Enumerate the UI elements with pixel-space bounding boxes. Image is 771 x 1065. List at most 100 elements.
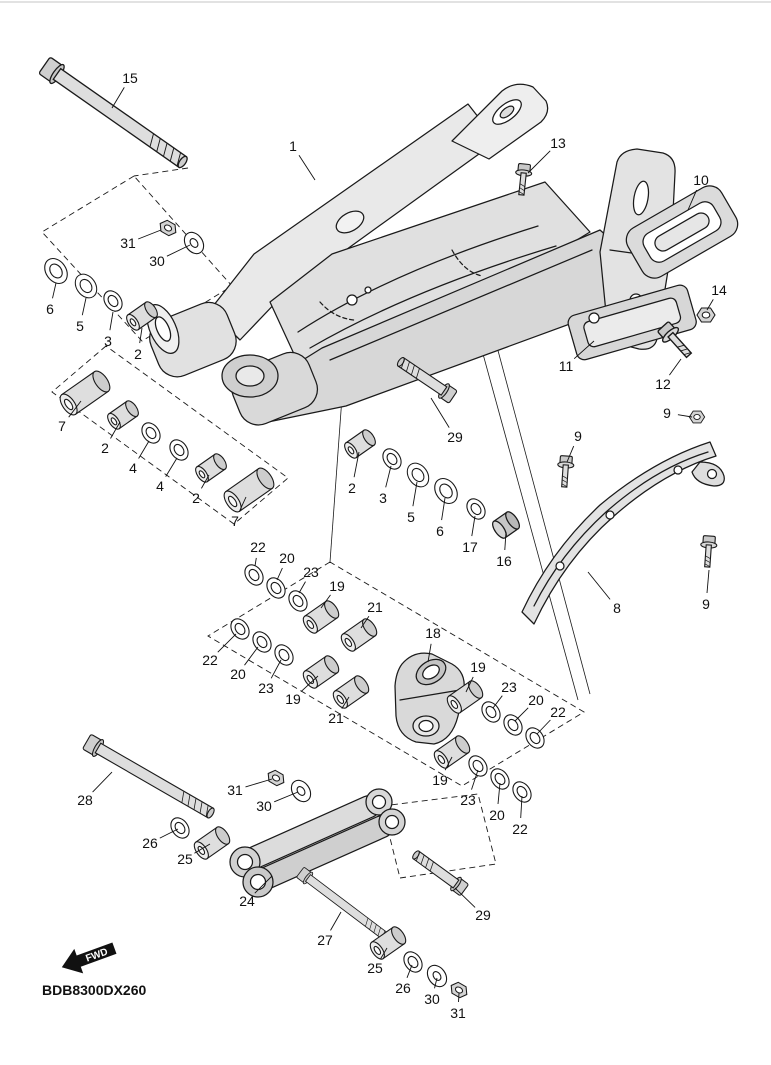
callout-label-19: 19 <box>285 691 301 707</box>
chain-slider-part <box>521 441 725 625</box>
callout-leader-31 <box>245 778 273 788</box>
ring-20c <box>499 710 527 740</box>
callout-label-23: 23 <box>460 792 476 808</box>
callout-leader-6 <box>441 497 446 521</box>
oring-5b <box>402 458 434 492</box>
callout-leader-4 <box>165 457 178 477</box>
callout-label-4: 4 <box>156 478 164 494</box>
callout-label-24: 24 <box>239 893 255 909</box>
callout-label-21: 21 <box>328 710 344 726</box>
callout-label-27: 27 <box>317 932 333 948</box>
oring-5a <box>70 269 102 303</box>
seal-4a <box>137 418 165 448</box>
drawing-code: BDB8300DX260 <box>42 982 146 998</box>
callout-label-23: 23 <box>303 564 319 580</box>
connecting-rod-part <box>229 788 406 898</box>
callout-leader-20 <box>514 707 529 722</box>
callout-leader-26 <box>159 828 179 839</box>
callout-label-19: 19 <box>432 772 448 788</box>
collar-21b <box>329 672 373 712</box>
callout-leader-6 <box>52 282 57 299</box>
callout-leader-21 <box>341 696 350 709</box>
callout-label-9: 9 <box>663 405 671 421</box>
nut-31b <box>264 767 288 789</box>
callout-leader-13 <box>527 150 551 174</box>
callout-leader-23 <box>492 695 503 709</box>
callout-label-19: 19 <box>470 659 486 675</box>
ring-23d <box>464 751 492 781</box>
callout-label-26: 26 <box>395 980 411 996</box>
callout-label-31: 31 <box>450 1005 466 1021</box>
callout-leader-9 <box>566 445 575 463</box>
bush-19b <box>299 652 343 692</box>
callout-label-9: 9 <box>702 596 710 612</box>
ring-23b <box>270 640 298 670</box>
washer-6b <box>429 473 463 509</box>
fwd-arrow: FWD <box>61 942 117 974</box>
callout-label-25: 25 <box>367 960 383 976</box>
relay-arm-part <box>394 652 465 745</box>
callout-leader-24 <box>254 875 273 894</box>
callout-label-25: 25 <box>177 851 193 867</box>
collar-2c <box>192 451 230 485</box>
callout-leader-22 <box>520 795 523 819</box>
callout-leader-7 <box>239 496 247 512</box>
callout-leader-30 <box>274 791 299 803</box>
callout-label-17: 17 <box>462 539 478 555</box>
callout-leader-22 <box>217 633 237 653</box>
callout-leader-19 <box>300 675 319 692</box>
ring-20b <box>248 627 276 657</box>
callout-label-22: 22 <box>202 652 218 668</box>
callout-leader-20 <box>276 567 283 581</box>
callout-leader-19 <box>465 676 474 693</box>
callout-leader-29 <box>430 397 450 428</box>
callout-label-11: 11 <box>559 358 574 374</box>
callout-label-9: 9 <box>574 428 582 444</box>
callout-leader-16 <box>504 531 507 551</box>
callout-label-29: 29 <box>447 429 463 445</box>
callout-leader-29 <box>454 887 476 908</box>
callout-label-14: 14 <box>711 282 727 298</box>
washer-26a <box>166 813 194 843</box>
callout-leader-14 <box>706 299 714 311</box>
callout-leader-17 <box>471 515 476 537</box>
washer-30c <box>422 961 452 991</box>
callout-label-2: 2 <box>192 490 200 506</box>
bolt-27 <box>295 866 393 944</box>
seal-3b <box>378 444 406 474</box>
callout-leader-22 <box>536 719 551 735</box>
callout-leader-7 <box>68 400 82 418</box>
callout-label-30: 30 <box>149 253 165 269</box>
callout-label-7: 7 <box>231 513 239 529</box>
callout-label-31: 31 <box>120 235 136 251</box>
callout-label-22: 22 <box>512 821 528 837</box>
callout-leader-31 <box>458 992 460 1003</box>
callout-leader-9 <box>677 414 693 418</box>
callout-leader-21 <box>360 615 370 629</box>
callout-label-30: 30 <box>424 991 440 1007</box>
callout-leader-27 <box>330 911 342 931</box>
callout-label-5: 5 <box>76 318 84 334</box>
bolt-9a <box>555 454 575 489</box>
bush-7b <box>220 464 278 516</box>
callout-leader-22 <box>254 557 257 567</box>
ring-22a <box>240 560 268 590</box>
callout-leader-19 <box>320 594 331 609</box>
washer-26b <box>399 947 427 977</box>
callout-leader-4 <box>138 440 150 459</box>
callout-label-15: 15 <box>122 70 138 86</box>
callout-label-20: 20 <box>489 807 505 823</box>
ring-20d <box>486 764 514 794</box>
nut-31a <box>156 217 180 239</box>
ring-23c <box>477 697 505 727</box>
callout-label-3: 3 <box>104 333 112 349</box>
callout-leader-30 <box>434 977 438 989</box>
callout-leader-9 <box>706 569 710 594</box>
callout-leader-19 <box>444 756 453 771</box>
bush-7a <box>56 367 114 419</box>
seal-3a <box>99 286 127 316</box>
callout-leader-25 <box>194 843 211 854</box>
callout-leader-20 <box>497 782 501 805</box>
